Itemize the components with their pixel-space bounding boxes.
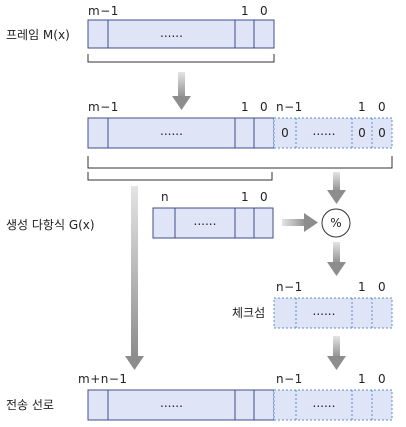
checksum-dots: ......: [312, 304, 336, 318]
generator-dots: ......: [193, 214, 217, 228]
shifted-zero-dots: ......: [312, 124, 336, 138]
generator-index-one: 1: [241, 190, 250, 204]
shifted-frame-block: [87, 117, 393, 149]
generator-label: 생성 다항식 G(x): [6, 218, 95, 232]
shifted-zero-cell-high: 0: [281, 126, 289, 140]
arrow-right-to-modulo: [282, 213, 318, 232]
frame-index-one: 1: [241, 4, 250, 18]
checksum-block: [273, 297, 393, 329]
transmission-index-one: 1: [358, 372, 367, 386]
shifted-zeros-index-one: 1: [358, 100, 367, 114]
shifted-bracket-upper: [87, 156, 393, 169]
frame-index-high: m−1: [88, 4, 119, 18]
generator-index-high: n: [161, 190, 170, 204]
checksum-index-high: n−1: [276, 280, 303, 294]
shifted-bracket-lower: [87, 172, 273, 181]
arrow-down-to-checksum: [327, 242, 346, 276]
frame-dots: ......: [160, 26, 183, 40]
shifted-index-one: 1: [241, 100, 250, 114]
checksum-label: 체크섬: [232, 306, 266, 320]
transmission-dots: ......: [160, 396, 183, 410]
arrow-down-1: [172, 72, 191, 110]
transmission-block: [87, 389, 393, 421]
frame-bracket: [87, 54, 275, 63]
frame-index-zero: 0: [260, 4, 269, 18]
shifted-dots: ......: [160, 124, 183, 138]
modulo-symbol: %: [330, 216, 342, 230]
transmission-index-high: m+n−1: [78, 372, 128, 386]
frame-block: [87, 19, 275, 49]
generator-index-zero: 0: [260, 190, 269, 204]
shifted-index-high: m−1: [88, 100, 119, 114]
checksum-index-zero: 0: [378, 280, 387, 294]
arrow-down-to-transmission: [327, 336, 346, 370]
transmission-checksum-dots: ......: [312, 396, 336, 410]
shifted-zeros-index-high: n−1: [276, 100, 303, 114]
transmission-label: 전송 선로: [6, 398, 54, 412]
frame-label: 프레임 M(x): [6, 28, 70, 42]
generator-block: [152, 207, 274, 239]
shifted-zero-cell-one: 0: [358, 126, 366, 140]
arrow-down-to-modulo: [327, 172, 346, 204]
shifted-index-zero: 0: [260, 100, 269, 114]
shifted-zeros-index-zero: 0: [378, 100, 387, 114]
modulo-operator: [321, 208, 351, 238]
transmission-checksum-index-high: n−1: [276, 372, 303, 386]
shifted-zero-cell-zero: 0: [378, 126, 386, 140]
checksum-index-one: 1: [358, 280, 367, 294]
arrow-down-long: [125, 186, 144, 370]
transmission-index-zero: 0: [378, 372, 387, 386]
